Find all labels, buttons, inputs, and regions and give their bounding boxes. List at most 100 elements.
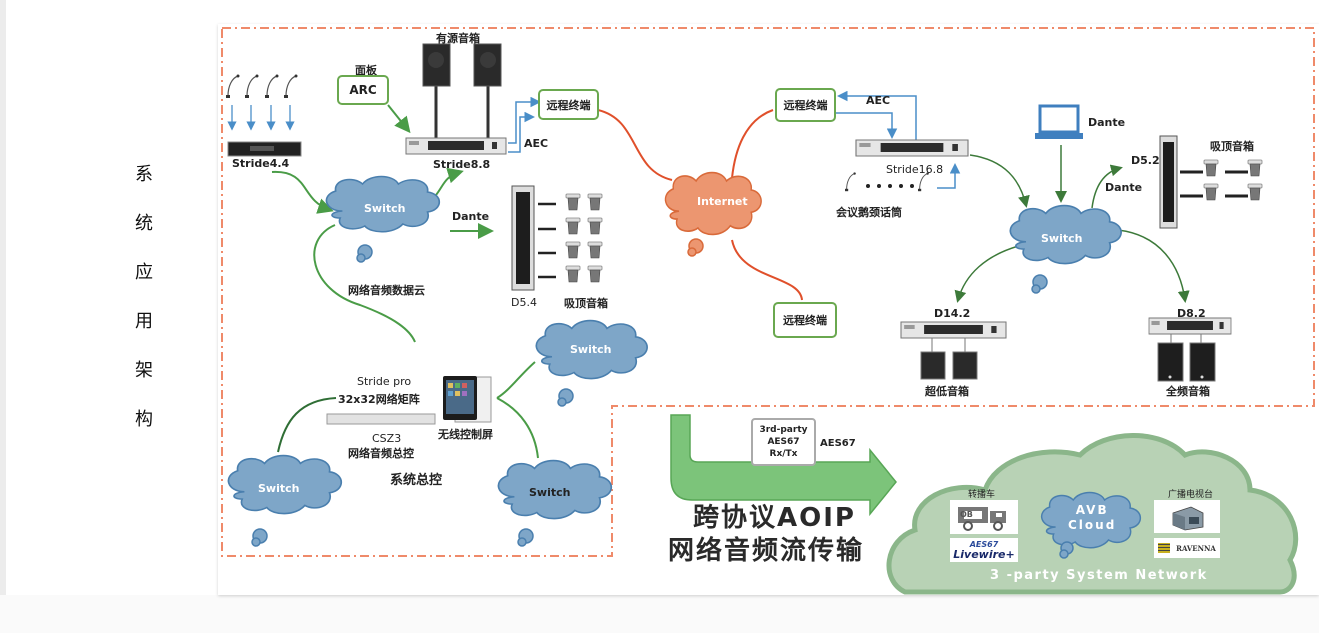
title-char: 统 bbox=[135, 213, 153, 234]
active-speaker-icon bbox=[422, 43, 451, 87]
third-party-aes67-box: 3rd-party AES67 Rx/Tx bbox=[751, 418, 816, 466]
cloud-text: Cloud bbox=[1068, 518, 1117, 532]
building-icon bbox=[1172, 506, 1204, 530]
ob-text: OB bbox=[960, 510, 973, 519]
title-char: 构 bbox=[135, 409, 153, 430]
livewire-text: Livewire+ bbox=[953, 548, 1015, 561]
dante-label-right: Dante bbox=[1105, 181, 1143, 194]
frame-top-dashed bbox=[221, 27, 1315, 557]
fullrange-speaker-label: 全频音箱 bbox=[1166, 385, 1210, 398]
remote-terminal-box-bottom: 远程终端 bbox=[773, 302, 837, 338]
internet-label: Internet bbox=[697, 195, 748, 208]
headline-line2: 网络音频流传输 bbox=[668, 536, 865, 566]
ravenna-logo-tile: RAVENNA bbox=[1154, 538, 1220, 558]
ob-van-icon bbox=[958, 507, 1006, 531]
aec-label-left: AEC bbox=[524, 137, 549, 150]
panel-label: 面板 bbox=[355, 64, 377, 77]
wireless-screen-label: 无线控制屏 bbox=[438, 428, 493, 441]
cloud-tail-icon bbox=[356, 244, 373, 263]
speaker-wires bbox=[1170, 334, 1202, 343]
gooseneck-mic-icon bbox=[244, 73, 260, 99]
link-ipad-switch-bottom bbox=[496, 397, 539, 459]
d54-label: D5.4 bbox=[511, 296, 537, 309]
link-stride44-switch bbox=[271, 170, 334, 214]
system-master-label: 系统总控 bbox=[390, 473, 443, 488]
csz3-device-icon bbox=[326, 413, 436, 425]
stride44-device-icon bbox=[227, 141, 302, 157]
switch-label-top: Switch bbox=[570, 343, 612, 356]
remote-terminal-box: 远程终端 bbox=[538, 89, 599, 120]
ceiling-speaker-label-right: 吸顶音箱 bbox=[1210, 140, 1254, 153]
link-aec-left bbox=[508, 111, 535, 153]
vertical-title: 系 统 应 用 架 构 bbox=[132, 165, 156, 459]
link-stride168-switch bbox=[969, 154, 1030, 208]
link-remote-stride168 bbox=[835, 112, 898, 139]
broadcast-label: 广播电视台 bbox=[1168, 490, 1214, 500]
d142-label: D14.2 bbox=[934, 307, 971, 320]
cloud-tail-icon bbox=[1059, 541, 1074, 559]
aes67-label: AES67 bbox=[820, 438, 856, 449]
link-internet-bottom bbox=[731, 239, 803, 301]
ravenna-icon bbox=[1158, 543, 1171, 553]
master-control-label: 网络音频总控 bbox=[348, 447, 414, 460]
active-speaker-label: 有源音箱 bbox=[436, 32, 480, 45]
switch-label-bottom: Switch bbox=[529, 486, 571, 499]
link-mics-stride168 bbox=[937, 163, 961, 189]
cloud-tail-icon bbox=[517, 528, 534, 547]
link-switch-master bbox=[313, 224, 416, 343]
speaker-wires bbox=[538, 202, 556, 279]
stride168-label: Stride16.8 bbox=[886, 163, 944, 176]
d54-amplifier-icon bbox=[511, 185, 535, 291]
link-switch-d52 bbox=[1091, 164, 1123, 209]
d52-label: D5.2 bbox=[1131, 154, 1160, 167]
mic-arrows bbox=[227, 105, 295, 131]
title-char: 系 bbox=[135, 164, 153, 185]
link-switch-matrix bbox=[277, 397, 337, 453]
stride44-label: Stride4.4 bbox=[232, 157, 290, 170]
box-line: 3rd-party bbox=[759, 425, 808, 435]
cloud-tail-icon bbox=[687, 238, 704, 257]
switch-label-right: Switch bbox=[1041, 232, 1083, 245]
arc-panel-box: ARC bbox=[337, 75, 389, 105]
avb-cloud-label: AVB Cloud bbox=[1068, 503, 1116, 533]
switch-label-bl: Switch bbox=[258, 482, 300, 495]
switch-label: Switch bbox=[364, 202, 406, 215]
laptop-icon bbox=[1035, 104, 1083, 139]
laptop-dante-label: Dante bbox=[1088, 116, 1126, 129]
cloud-tail-icon bbox=[557, 388, 574, 407]
page-background bbox=[0, 595, 1319, 633]
gooseneck-mic-icon bbox=[225, 73, 241, 99]
title-char: 架 bbox=[135, 360, 153, 381]
link-switch-d82 bbox=[1117, 229, 1190, 303]
ceiling-speaker-group bbox=[565, 193, 603, 283]
livewire-logo-tile: AES67 Livewire+ bbox=[950, 538, 1018, 562]
speaker-wires bbox=[931, 338, 966, 352]
ob-van-tile bbox=[950, 500, 1018, 534]
broadcast-building-tile bbox=[1154, 500, 1220, 533]
gooseneck-mic-label: 会议鹅颈话筒 bbox=[836, 206, 902, 219]
mic-dots bbox=[866, 184, 914, 188]
ipad-icon bbox=[443, 376, 492, 423]
link-stride88-remote bbox=[508, 96, 541, 144]
ceiling-speaker-group bbox=[1203, 159, 1263, 201]
d52-amplifier-icon bbox=[1159, 135, 1178, 229]
headline-line1: 跨协议AOIP bbox=[693, 503, 856, 533]
cloud-tail-icon bbox=[1031, 274, 1048, 294]
remote-terminal-box-right: 远程终端 bbox=[775, 88, 836, 122]
d82-label: D8.2 bbox=[1177, 307, 1206, 320]
link-aec-right bbox=[837, 90, 917, 140]
livewire-aes67-text: AES67 bbox=[969, 540, 999, 549]
csz3-label: CSZ3 bbox=[372, 432, 402, 445]
title-char: 应 bbox=[135, 262, 153, 283]
link-ipad-switch-top bbox=[496, 361, 536, 399]
d142-amplifier-icon bbox=[900, 321, 1007, 339]
speaker-wires bbox=[1180, 170, 1248, 198]
link-internet-left bbox=[597, 109, 673, 181]
link-arc-stride88 bbox=[387, 104, 411, 134]
subwoofer-icon bbox=[920, 351, 978, 380]
cloud-tail-icon bbox=[251, 528, 268, 547]
gooseneck-mic-icon bbox=[264, 73, 280, 99]
matrix-label: 32x32网络矩阵 bbox=[338, 393, 420, 406]
ob-van-label: 转播车 bbox=[968, 490, 996, 500]
